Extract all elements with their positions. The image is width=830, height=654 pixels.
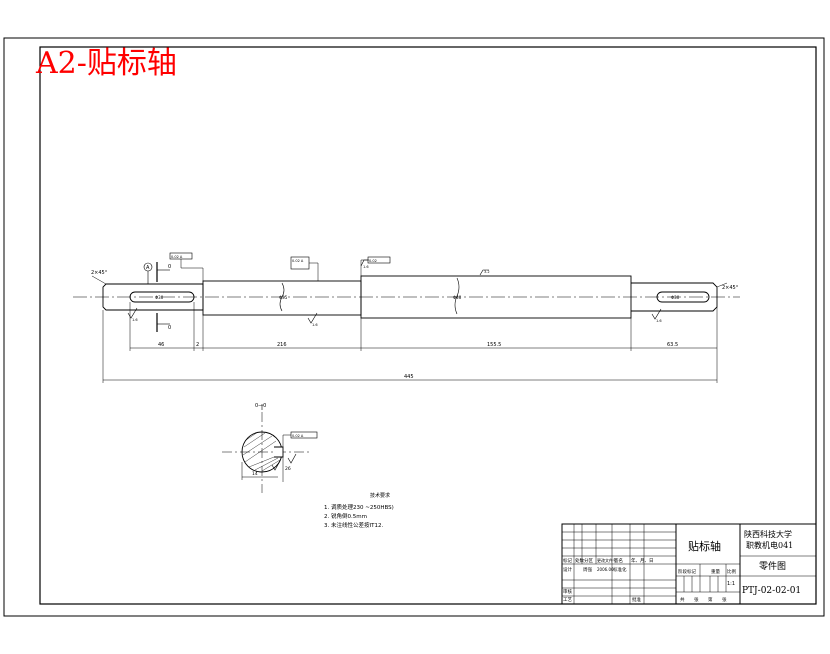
title-block-text: 标记 处数 分区 更改文件号 签名 年、月、日 设计 周强 2006.06 标准… bbox=[563, 529, 801, 603]
tb-sheets-unit-2: 张 bbox=[722, 596, 727, 603]
section-mark-top: 0 bbox=[168, 264, 171, 270]
tb-part-name: 贴标轴 bbox=[688, 539, 721, 553]
tb-standard: 标准化 bbox=[613, 566, 627, 573]
tb-scale: 1:1 bbox=[727, 581, 735, 587]
tb-approve: 批准 bbox=[632, 596, 641, 603]
shaft-labels: 2×45° 2×45° 0 0 A 0.02 A 0.02 A 0.02 1.6… bbox=[91, 255, 739, 380]
tb-zone: 分区 bbox=[584, 557, 593, 564]
journal-right bbox=[631, 282, 718, 312]
tb-sign: 签名 bbox=[614, 557, 623, 564]
tb-design-date: 2006.06 bbox=[597, 567, 614, 572]
notes-heading: 技术要求 bbox=[370, 492, 390, 499]
roughness-text-3: 3.2 bbox=[484, 270, 490, 274]
dim-2: 2 bbox=[196, 342, 199, 348]
tolerance-text-1: 0.02 A bbox=[171, 255, 183, 259]
dim-46: 46 bbox=[158, 342, 164, 348]
roughness-symbol-4 bbox=[651, 308, 662, 320]
tb-class: 职教机电041 bbox=[746, 540, 793, 550]
tb-sheets-unit-1: 张 bbox=[694, 596, 699, 603]
roughness-text-2: 1.6 bbox=[312, 323, 318, 327]
shaft-segment-3 bbox=[360, 275, 632, 319]
outer-frame bbox=[3, 37, 825, 617]
tb-count: 处数 bbox=[575, 557, 584, 564]
tb-review: 审核 bbox=[563, 588, 572, 595]
tb-weight: 重量 bbox=[711, 568, 720, 575]
keyway-right bbox=[656, 291, 710, 303]
tb-design: 设计 bbox=[563, 566, 572, 573]
dim-216: 216 bbox=[277, 342, 287, 348]
dim-overall: 445 bbox=[404, 374, 414, 380]
shaft-view bbox=[73, 252, 740, 383]
dim-155-5: 155.5 bbox=[487, 342, 501, 348]
datum-label: A bbox=[146, 265, 150, 271]
section-labels: 0—0 0.02 A 14 26 bbox=[252, 403, 304, 477]
roughness-text-5: 1.6 bbox=[363, 265, 369, 269]
section-keyway bbox=[274, 446, 284, 458]
note-item-2: 2. 锐角倒0.5mm bbox=[324, 512, 367, 520]
chamfer-left-label: 2×45° bbox=[91, 270, 108, 276]
roughness-text-1: 1.6 bbox=[132, 318, 138, 322]
tb-drawing-type: 零件图 bbox=[759, 560, 786, 572]
roughness-symbol-1 bbox=[127, 307, 138, 319]
break-line-2 bbox=[454, 277, 460, 315]
tb-process: 工艺 bbox=[563, 597, 572, 603]
tb-drawing-no: PTJ-02-02-01 bbox=[742, 586, 801, 596]
section-view bbox=[222, 404, 318, 493]
section-title: 0—0 bbox=[255, 403, 266, 409]
sheet-title: A2-贴标轴 bbox=[35, 46, 177, 81]
keyway-left bbox=[129, 291, 195, 303]
tb-sheet-no: 第 bbox=[708, 596, 713, 603]
section-tolerance-text: 0.02 A bbox=[292, 434, 304, 438]
diameter-label-4: Φ30 bbox=[671, 295, 680, 300]
tb-date: 年、月、日 bbox=[631, 557, 654, 564]
tolerance-text-3: 0.02 bbox=[369, 259, 377, 263]
title-block bbox=[561, 523, 817, 605]
note-item-3: 3. 未注线性公差按IT12. bbox=[324, 521, 383, 529]
tb-change-doc: 更改文件号 bbox=[597, 557, 617, 563]
dim-63-5: 63.5 bbox=[667, 342, 678, 348]
break-line-1 bbox=[279, 282, 285, 312]
roughness-text-4: 1.6 bbox=[656, 319, 662, 323]
inner-frame bbox=[39, 46, 817, 605]
section-mark-bottom: 0 bbox=[168, 325, 171, 331]
tb-school: 陕西科技大学 bbox=[744, 529, 792, 539]
tb-sheets-total: 共 bbox=[680, 596, 685, 603]
technical-notes: 技术要求 1. 调质处理230 ~250HBS) 2. 锐角倒0.5mm 3. … bbox=[324, 492, 394, 529]
chamfer-right-label: 2×45° bbox=[722, 285, 739, 291]
roughness-symbol-3 bbox=[479, 269, 489, 276]
section-dim-width: 14 bbox=[252, 471, 258, 477]
note-item-1: 1. 调质处理230 ~250HBS) bbox=[324, 503, 394, 511]
section-dim-depth: 26 bbox=[285, 466, 291, 472]
tb-scale-label: 比例 bbox=[727, 568, 736, 575]
tb-mark: 标记 bbox=[563, 557, 572, 564]
diameter-label-3: Φ40 bbox=[453, 295, 462, 300]
tb-designer: 周强 bbox=[583, 567, 592, 573]
roughness-symbol-2 bbox=[307, 312, 318, 324]
tolerance-text-2: 0.02 A bbox=[292, 259, 304, 263]
diameter-label-2: Φ35 bbox=[279, 295, 288, 300]
roughness-symbol-5 bbox=[360, 259, 369, 267]
diameter-label-1: Φ30 bbox=[155, 295, 164, 300]
tb-stage: 阶段标记 bbox=[678, 568, 696, 575]
